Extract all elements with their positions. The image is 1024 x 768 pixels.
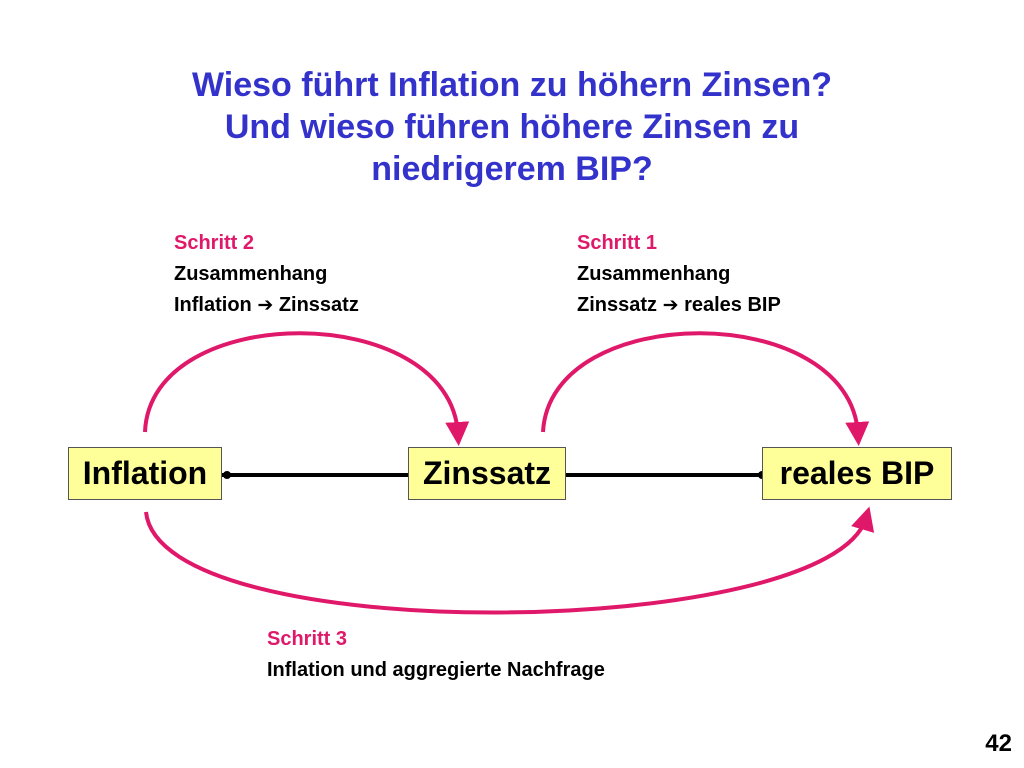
step-2-heading: Schritt 2 <box>174 232 255 254</box>
step-2-to: Zinssatz <box>278 294 359 316</box>
step-3-label: Schritt 3 Inflation und aggregierte Nach… <box>267 624 605 686</box>
page-number: 42 <box>985 730 1012 757</box>
node-inflation: Inflation <box>68 447 222 500</box>
arc-step-2 <box>143 331 470 446</box>
step-1-line: Zusammenhang <box>577 263 731 285</box>
arc-step-3 <box>144 506 875 615</box>
slide-title: Wieso führt Inflation zu höhern Zinsen? … <box>62 64 962 190</box>
node-reales-bip: reales BIP <box>762 447 952 500</box>
right-arrow-icon: ➔ <box>257 295 274 316</box>
title-line-3: niedrigerem BIP? <box>371 150 653 188</box>
arc-step-1 <box>541 331 870 446</box>
step-1-to: reales BIP <box>684 294 781 316</box>
step-2-relation: Inflation ➔ Zinssatz <box>174 290 359 321</box>
step-2-label: Schritt 2 Zusammenhang Inflation ➔ Zinss… <box>174 228 359 321</box>
right-arrow-icon: ➔ <box>662 295 679 316</box>
step-1-heading: Schritt 1 <box>577 232 658 254</box>
step-2-from: Inflation <box>174 294 252 316</box>
step-2-line: Zusammenhang <box>174 263 328 285</box>
step-1-from: Zinssatz <box>577 294 658 316</box>
step-1-relation: Zinssatz ➔ reales BIP <box>577 290 781 321</box>
title-line-1: Wieso führt Inflation zu höhern Zinsen? <box>192 66 832 104</box>
step-1-label: Schritt 1 Zusammenhang Zinssatz ➔ reales… <box>577 228 781 321</box>
node-zinssatz: Zinssatz <box>408 447 566 500</box>
connector-dot <box>223 471 231 479</box>
title-line-2: Und wieso führen höhere Zinsen zu <box>224 108 800 146</box>
step-3-heading: Schritt 3 <box>267 628 348 650</box>
step-3-line: Inflation und aggregierte Nachfrage <box>267 659 605 681</box>
